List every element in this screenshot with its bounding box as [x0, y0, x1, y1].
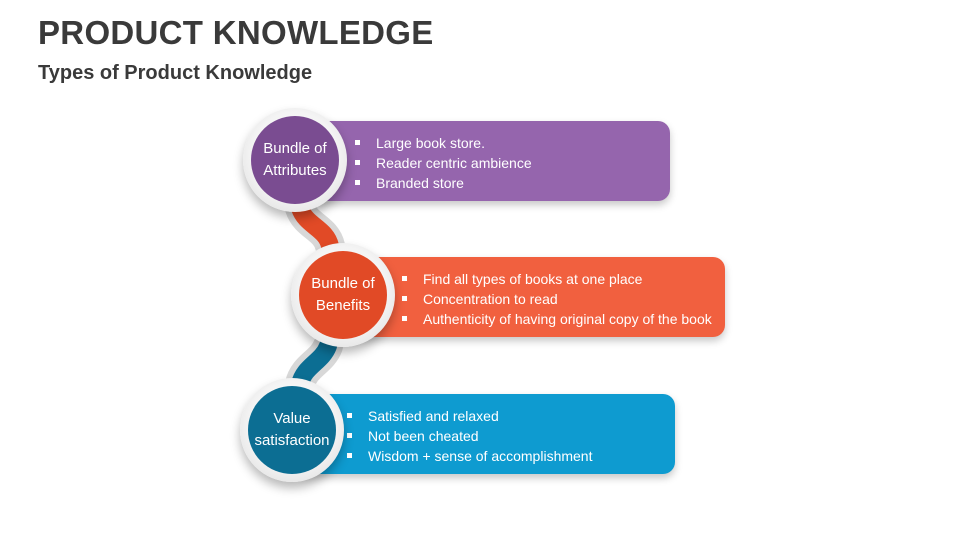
list-item: Branded store — [347, 173, 532, 193]
attributes-circle-inner: Bundle of Attributes — [251, 116, 339, 204]
benefits-circle-inner: Bundle of Benefits — [299, 251, 387, 339]
page-title: PRODUCT KNOWLEDGE — [38, 14, 434, 51]
value-list: Satisfied and relaxed Not been cheated W… — [339, 406, 592, 466]
value-circle-inner: Value satisfaction — [248, 386, 336, 474]
benefits-card: Find all types of books at one place Con… — [345, 257, 725, 337]
attributes-list: Large book store. Reader centric ambienc… — [347, 133, 532, 193]
benefits-list: Find all types of books at one place Con… — [394, 269, 712, 329]
attributes-label: Bundle of Attributes — [263, 140, 327, 179]
benefits-label: Bundle of Benefits — [311, 275, 375, 314]
connector-segment-1-color — [291, 199, 339, 255]
list-item: Not been cheated — [339, 426, 592, 446]
value-label: Value satisfaction — [254, 410, 330, 449]
list-item: Large book store. — [347, 133, 532, 153]
list-item: Reader centric ambience — [347, 153, 532, 173]
list-item: Wisdom + sense of accomplishment — [339, 446, 592, 466]
value-card: Satisfied and relaxed Not been cheated W… — [295, 394, 675, 474]
value-circle: Value satisfaction — [240, 378, 344, 482]
list-item: Satisfied and relaxed — [339, 406, 592, 426]
page-subtitle: Types of Product Knowledge — [38, 62, 313, 84]
list-item: Concentration to read — [394, 289, 712, 309]
list-item: Find all types of books at one place — [394, 269, 712, 289]
list-item: Authenticity of having original copy of … — [394, 309, 712, 329]
attributes-circle: Bundle of Attributes — [243, 108, 347, 212]
attributes-card: Large book store. Reader centric ambienc… — [295, 121, 670, 201]
benefits-circle: Bundle of Benefits — [291, 243, 395, 347]
